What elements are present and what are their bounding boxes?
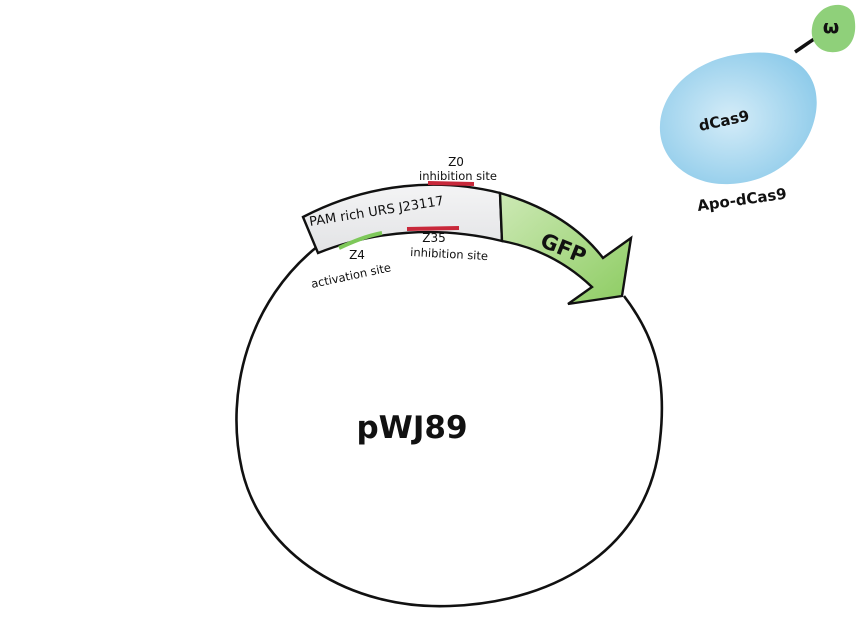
- plasmid-backbone: [235, 244, 664, 608]
- apo-dcas9-label: Apo-dCas9: [696, 185, 788, 215]
- z4-site-name: Z4: [349, 248, 365, 262]
- z0-site-bar: [427, 181, 475, 186]
- z35-site-name: Z35: [422, 231, 446, 245]
- omega-label: ω: [823, 16, 840, 38]
- gfp-arrow: [498, 191, 633, 306]
- z0-site-type: inhibition site: [419, 169, 497, 183]
- omega-domain: [811, 4, 856, 53]
- dcas9-body: [659, 52, 817, 185]
- plasmid-name: pWJ89: [356, 410, 467, 446]
- z4-site-bar: [338, 231, 383, 250]
- z4-site-type: activation site: [310, 260, 393, 291]
- z35-site-type: inhibition site: [410, 245, 489, 263]
- z35-site-bar: [406, 226, 460, 231]
- z0-site-name: Z0: [448, 155, 464, 169]
